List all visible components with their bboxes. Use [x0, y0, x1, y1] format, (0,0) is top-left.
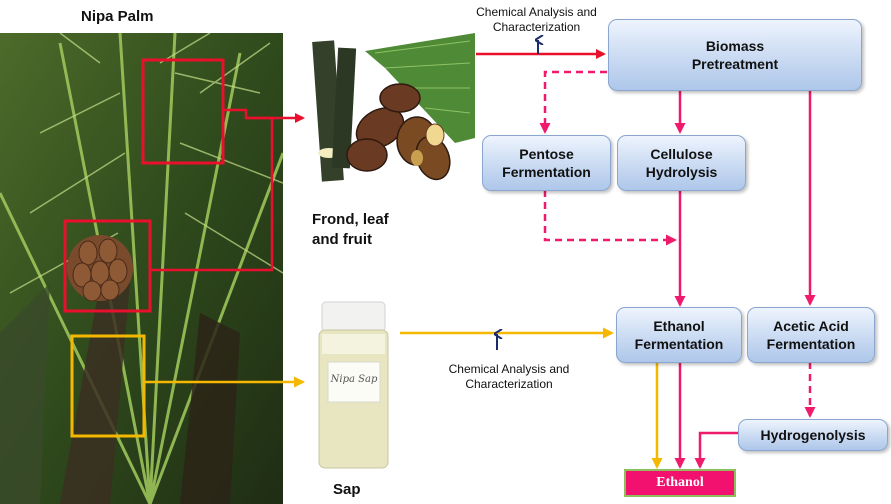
- fruit-highlight-box: [63, 219, 152, 313]
- palm-illustration: [0, 33, 283, 504]
- nipa-palm-photo: [0, 33, 283, 504]
- frond-leaf-fruit-photo: [305, 33, 475, 188]
- sap-caption: Sap: [333, 481, 361, 498]
- biomass-to-pentose-arrow: [539, 70, 607, 134]
- biomass-pretreatment-box: Biomass Pretreatment: [608, 19, 862, 91]
- pentose-fermentation-label: Pentose Fermentation: [502, 146, 591, 180]
- sap-highlight-box: [70, 334, 146, 438]
- hydrogenolysis-label: Hydrogenolysis: [760, 427, 866, 443]
- hydrogenolysis-to-product-arrow: [694, 431, 738, 469]
- ethanol-product-box: Ethanol: [624, 469, 736, 497]
- cellulose-hydrolysis-box: Cellulose Hydrolysis: [617, 135, 746, 191]
- biomass-pretreatment-label: Biomass Pretreatment: [691, 38, 779, 72]
- hydrogenolysis-box: Hydrogenolysis: [738, 419, 888, 451]
- mid-analysis-note: Chemical Analysis and Characterization: [448, 362, 570, 391]
- ethanol-fermentation-box: Ethanol Fermentation: [616, 307, 742, 363]
- frond-highlight-box: [141, 58, 225, 165]
- ethanol-product-label: Ethanol: [656, 475, 704, 490]
- fruit-to-photo-line: [150, 116, 274, 272]
- frond-to-photo-arrow: [224, 108, 305, 123]
- sap-bottle-label: Nipa Sap: [330, 374, 378, 385]
- acetic-acid-fermentation-box: Acetic Acid Fermentation: [747, 307, 875, 363]
- cellulose-hydrolysis-label: Cellulose Hydrolysis: [645, 146, 718, 180]
- ethanol-fermentation-label: Ethanol Fermentation: [634, 318, 724, 352]
- frond-caption: Frond, leaf and fruit: [312, 211, 389, 248]
- acetic-acid-fermentation-label: Acetic Acid Fermentation: [766, 318, 856, 352]
- pentose-to-ethanol-arrow: [543, 190, 677, 246]
- top-analysis-note: Chemical Analysis and Characterization: [476, 5, 597, 34]
- nipa-palm-title: Nipa Palm: [81, 8, 154, 25]
- sap-bottle-photo: Nipa Sap: [306, 300, 401, 470]
- pentose-fermentation-box: Pentose Fermentation: [482, 135, 611, 191]
